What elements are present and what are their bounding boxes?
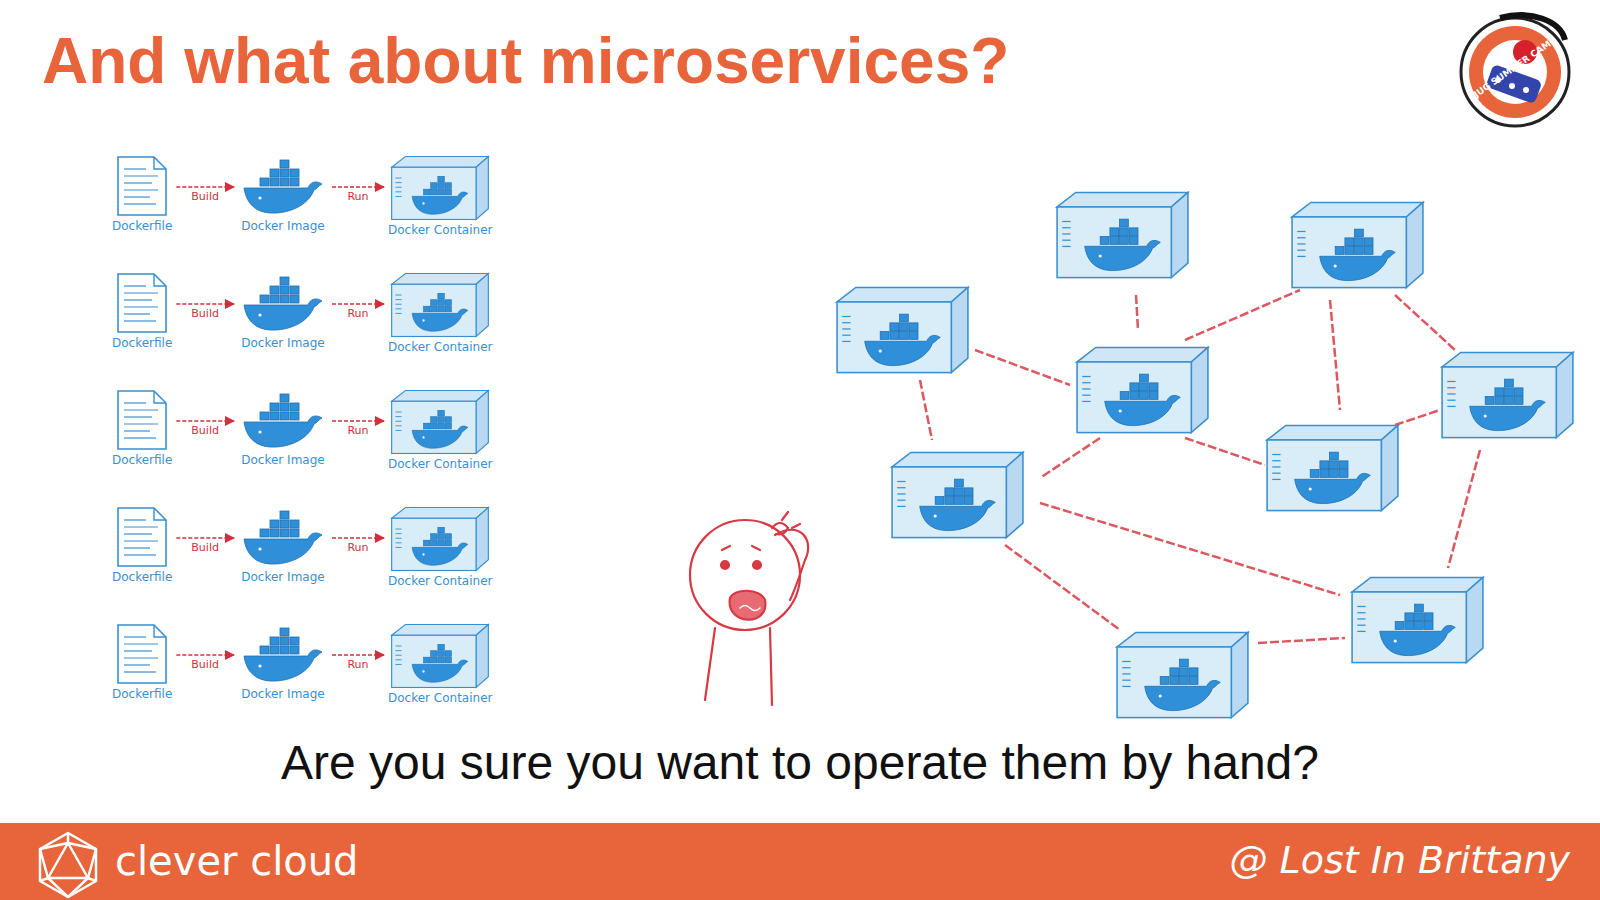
docker-image-icon (238, 506, 328, 568)
node-label: Dockerfile (112, 219, 172, 233)
slide-title: And what about microservices? (42, 24, 1009, 98)
pipeline-node: Docker Container (388, 272, 492, 354)
pipeline-node: Docker Image (238, 506, 328, 584)
node-label: Docker Image (238, 570, 328, 584)
docker-image-icon (238, 389, 328, 451)
pipeline-node: Docker Image (238, 272, 328, 350)
pipeline-node: Docker Container (388, 506, 492, 588)
docker-container-icon (390, 155, 490, 221)
build-arrow (176, 420, 234, 422)
company-name: clever cloud (115, 838, 358, 884)
edge-label: Build (189, 190, 221, 203)
pipeline-node: Dockerfile (112, 506, 172, 584)
docker-image-icon (238, 272, 328, 334)
pipeline-node: Docker Image (238, 155, 328, 233)
docker-image-icon (238, 623, 328, 685)
build-arrow (176, 186, 234, 188)
pipeline-node: Dockerfile (112, 623, 172, 701)
node-label: Docker Container (388, 691, 492, 705)
node-label: Docker Image (238, 336, 328, 350)
node-label: Docker Image (238, 687, 328, 701)
pipeline-node: Dockerfile (112, 272, 172, 350)
docker-container-icon (390, 389, 490, 455)
edge-label: Run (345, 424, 370, 437)
edge-label: Build (189, 658, 221, 671)
build-arrow (176, 537, 234, 539)
node-label: Docker Container (388, 223, 492, 237)
node-label: Docker Container (388, 457, 492, 471)
edge-label: Build (189, 307, 221, 320)
edge-label: Build (189, 541, 221, 554)
pipeline-node: Docker Container (388, 389, 492, 471)
build-arrow (332, 654, 384, 656)
pipeline-node: Docker Container (388, 623, 492, 705)
edge-label: Run (345, 541, 370, 554)
build-arrow (176, 654, 234, 656)
pipeline-node: Docker Image (238, 389, 328, 467)
node-label: Dockerfile (112, 687, 172, 701)
slide-caption: Are you sure you want to operate them by… (0, 735, 1600, 790)
pipeline-node: Dockerfile (112, 155, 172, 233)
build-arrow (332, 186, 384, 188)
node-label: Dockerfile (112, 570, 172, 584)
edge-label: Run (345, 658, 370, 671)
edge-label: Run (345, 307, 370, 320)
dockerfile-icon (112, 506, 172, 568)
node-label: Dockerfile (112, 453, 172, 467)
node-label: Docker Image (238, 219, 328, 233)
author-handle: @ Lost In Brittany (1229, 838, 1570, 882)
edge-label: Run (345, 190, 370, 203)
dockerfile-icon (112, 272, 172, 334)
build-arrow (332, 537, 384, 539)
docker-image-icon (238, 155, 328, 217)
docker-container-icon (390, 506, 490, 572)
docker-container-icon (390, 272, 490, 338)
dockerfile-icon (112, 155, 172, 217)
dockerfile-icon (112, 623, 172, 685)
docker-container-icon (390, 623, 490, 689)
node-label: Docker Container (388, 574, 492, 588)
edge-label: Build (189, 424, 221, 437)
node-label: Docker Container (388, 340, 492, 354)
dockerfile-icon (112, 389, 172, 451)
build-arrow (176, 303, 234, 305)
pipeline-node: Docker Container (388, 155, 492, 237)
node-label: Docker Image (238, 453, 328, 467)
pipeline-node: Docker Image (238, 623, 328, 701)
pipeline-node: Dockerfile (112, 389, 172, 467)
build-arrow (332, 420, 384, 422)
build-arrow (332, 303, 384, 305)
node-label: Dockerfile (112, 336, 172, 350)
